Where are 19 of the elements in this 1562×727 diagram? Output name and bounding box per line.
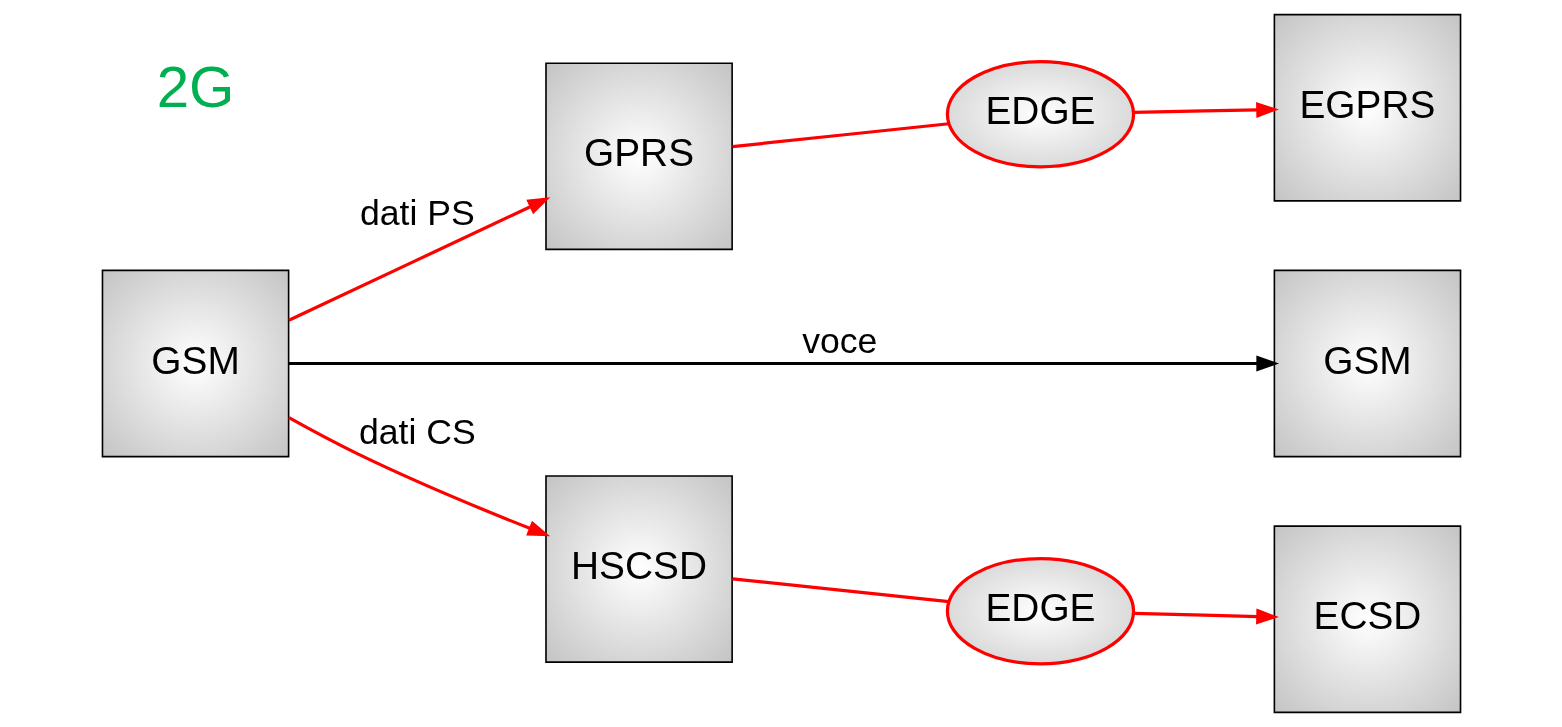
node-box: HSCSD [544, 475, 733, 663]
node-ellipse: EDGE [945, 60, 1135, 169]
arrow [1133, 102, 1279, 118]
node-box: EGPRS [1273, 13, 1461, 202]
edge-label: dati PS [359, 193, 475, 234]
node-ellipse: EDGE [945, 556, 1135, 666]
node-box: GPRS [544, 62, 733, 251]
label: 2G [156, 54, 234, 120]
arrow [288, 355, 1279, 372]
node-box: GSM [101, 269, 289, 458]
arrow [287, 197, 550, 322]
node-box: ECSD [1273, 525, 1461, 714]
connector [731, 122, 949, 149]
edge-label: voce [801, 321, 877, 362]
connector [731, 577, 949, 604]
node-box: GSM [1273, 269, 1461, 458]
edge-label: dati CS [358, 411, 476, 452]
arrow [1133, 608, 1279, 625]
arrow [287, 416, 550, 537]
